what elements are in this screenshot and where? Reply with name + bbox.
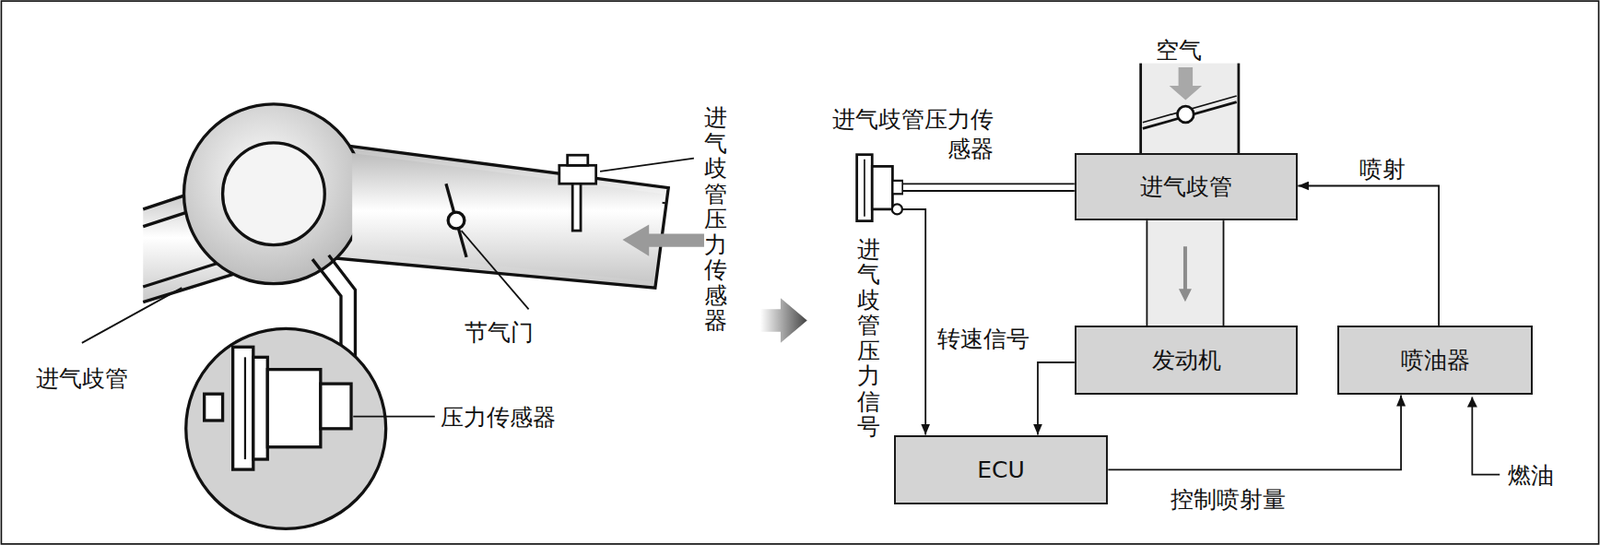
callout-label: 压力传感器 [440, 402, 556, 432]
connector-line [1223, 220, 1225, 326]
vertical-callout: 进气歧管压力传感器 [704, 105, 728, 334]
leader-lines [82, 158, 695, 417]
sensor-label: 进气歧管压力传感器 [831, 105, 994, 165]
air-inlet-tube [1141, 63, 1239, 153]
air-arrow [1169, 67, 1202, 100]
connector-line [903, 189, 1075, 192]
connector-line [1037, 362, 1075, 436]
intake-tube [324, 142, 669, 288]
edge-label: 进气歧管压力信号 [855, 236, 883, 440]
node-text: ECU [976, 455, 1025, 484]
callout-label: 进气歧管 [35, 364, 129, 393]
callout-label: 燃油 [1507, 460, 1554, 490]
tube-pressure-sensor [559, 154, 597, 231]
process-box: 发动机 [1074, 325, 1298, 395]
process-box: 进气歧管 [1074, 152, 1298, 221]
connector [1297, 186, 1439, 327]
connector [903, 183, 1075, 191]
edge-label: 喷射 [1357, 154, 1408, 184]
callout-label: 空气 [1155, 35, 1202, 65]
connector-line [903, 209, 926, 436]
connector [1146, 220, 1224, 326]
transition-arrow [760, 297, 808, 343]
edge-label: 转速信号 [935, 324, 1032, 353]
connector [903, 209, 926, 436]
pressure-sensor-detail [204, 346, 352, 470]
node-text: 进气歧管 [1140, 172, 1233, 201]
connector-line [1107, 395, 1401, 471]
fuel-arrow [1471, 397, 1500, 475]
process-box: 喷油器 [1337, 325, 1532, 395]
throttle-plate [446, 183, 467, 258]
sensor-node: 进气歧管压力传感器 [855, 152, 904, 223]
callout-label: 节气门 [464, 317, 534, 347]
magnifier-circle [186, 328, 387, 529]
connector [1037, 362, 1075, 436]
connector [1107, 395, 1401, 471]
airflow-arrow [622, 223, 705, 256]
plenum [184, 104, 664, 284]
connector-line [903, 182, 1075, 185]
edge-label: 控制喷射量 [1168, 484, 1288, 514]
ecu-box: ECU [894, 435, 1109, 505]
pressure-sensor-icon [855, 152, 904, 223]
flow-arrow [1178, 246, 1192, 302]
connector-line [1146, 220, 1149, 326]
node-text: 发动机 [1152, 345, 1222, 375]
intake-runner-fill [1146, 220, 1224, 326]
node-text: 喷油器 [1400, 345, 1471, 375]
connector-line [1297, 186, 1439, 327]
